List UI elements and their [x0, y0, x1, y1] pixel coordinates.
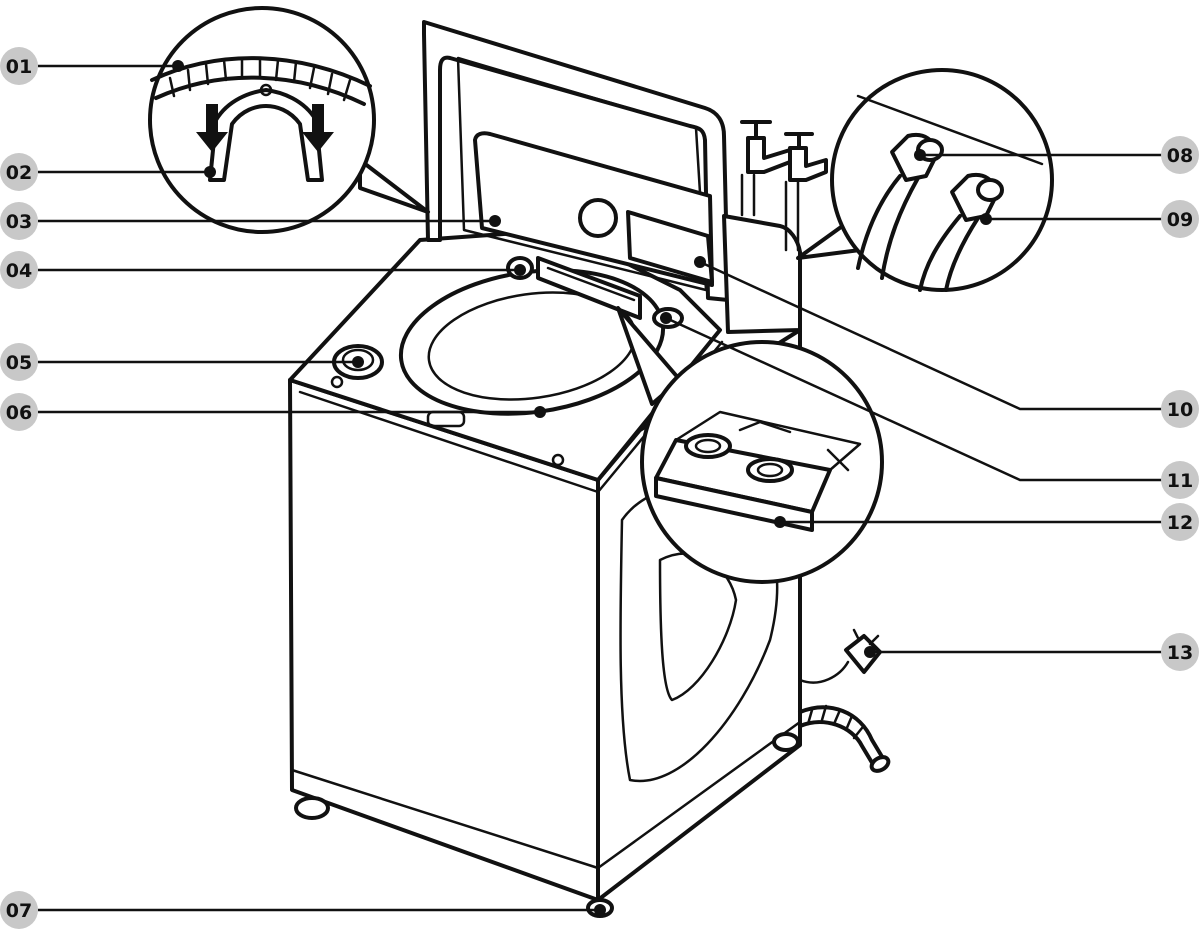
pointer-dot-13: [864, 646, 876, 658]
svg-text:05: 05: [6, 352, 32, 374]
callout-11: 11: [1161, 461, 1199, 499]
pointer-dot-02: [204, 166, 216, 178]
callout-08: 08: [1161, 136, 1199, 174]
svg-text:03: 03: [6, 211, 32, 233]
svg-text:11: 11: [1167, 470, 1193, 492]
svg-text:04: 04: [6, 260, 32, 282]
pointer-dot-05: [352, 356, 364, 368]
svg-text:02: 02: [6, 162, 32, 184]
water-taps: [740, 120, 828, 252]
pointer-dot-07: [594, 904, 606, 916]
callout-12: 12: [1161, 503, 1199, 541]
svg-text:13: 13: [1167, 642, 1193, 664]
callout-13: 13: [1161, 633, 1199, 671]
callout-06: 06: [0, 393, 38, 431]
pointer-dot-08: [914, 149, 926, 161]
pointer-dot-11: [660, 312, 672, 324]
pointer-dot-12: [774, 516, 786, 528]
svg-text:10: 10: [1167, 399, 1193, 421]
drain-hose: [798, 704, 891, 773]
hose-guide-zoom: [148, 6, 430, 234]
svg-text:01: 01: [6, 56, 32, 78]
callout-09: 09: [1161, 200, 1199, 238]
pointer-dot-06: [534, 406, 546, 418]
svg-text:06: 06: [6, 402, 32, 424]
pointer-dot-10: [694, 256, 706, 268]
water-hose-zoom: [796, 68, 1054, 292]
lid: [422, 20, 802, 334]
callout-badges: 01 02 03 04 05 06 07 08 09 10 11 12 13: [0, 47, 1199, 929]
callout-05: 05: [0, 343, 38, 381]
pointer-dot-01: [172, 60, 184, 72]
callout-03: 03: [0, 202, 38, 240]
pointer-dot-04: [514, 264, 526, 276]
svg-text:08: 08: [1167, 145, 1193, 167]
svg-text:07: 07: [6, 900, 32, 922]
leader-lines: [38, 60, 1162, 916]
pointer-dot-03: [489, 215, 501, 227]
pointer-dot-09: [980, 213, 992, 225]
callout-04: 04: [0, 251, 38, 289]
svg-text:09: 09: [1167, 209, 1193, 231]
callout-01: 01: [0, 47, 38, 85]
callout-10: 10: [1161, 390, 1199, 428]
callout-07: 07: [0, 891, 38, 929]
svg-text:12: 12: [1167, 512, 1193, 534]
callout-02: 02: [0, 153, 38, 191]
